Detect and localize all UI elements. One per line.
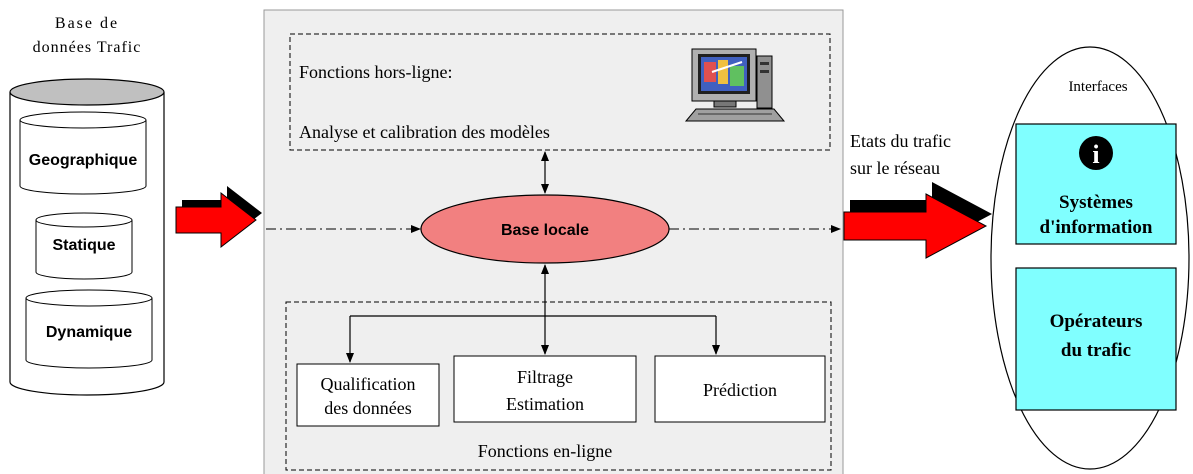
info-icon-glyph: i [1092,140,1099,169]
module-qualification-line1: Qualification [321,374,416,394]
traffic-operators-line2: du trafic [1061,340,1131,361]
offline-functions-box: Fonctions hors-ligne: Analyse et calibra… [289,33,831,151]
info-icon: i [1079,136,1113,170]
local-base: Base locale [420,194,670,264]
database-item-statique: Statique [35,212,133,280]
online-functions-title: Fonctions en-ligne [478,441,612,461]
database-item-label: Dynamique [46,324,132,341]
module-filtrage-line2: Estimation [506,394,584,414]
information-systems-box: i Systèmes d'information [1015,123,1177,245]
module-filtrage-line1: Filtrage [517,367,573,387]
computer-icon [684,48,786,122]
offline-functions-title: Fonctions hors-ligne: [299,62,453,82]
database-item-dynamique: Dynamique [25,289,153,369]
online-distribution-lines [346,315,720,363]
database-item-label: Statique [52,237,115,254]
output-arrow [843,182,992,259]
module-prediction: Prédiction [654,355,826,423]
traffic-operators-box: Opérateurs du trafic [1015,267,1177,411]
module-qualification-line2: des données [324,398,411,418]
input-arrow [175,186,262,249]
offline-functions-subtitle: Analyse et calibration des modèles [299,122,550,142]
information-systems-line1: Systèmes [1059,192,1133,213]
interfaces: Interfaces i Systèmes d'information Opér… [990,46,1190,470]
information-systems-line2: d'information [1040,217,1153,238]
module-prediction-label: Prédiction [703,380,777,400]
output-label-line1: Etats du trafic [850,131,951,151]
database-title-line2: données Trafic [33,39,142,56]
traffic-database: Base de données Trafic Geographique Stat… [9,15,165,396]
database-title-line1: Base de [55,15,119,32]
module-qualification: Qualification des données [296,363,440,427]
local-base-label: Base locale [501,222,589,239]
database-cylinder-top [9,78,165,106]
interfaces-title: Interfaces [1068,79,1127,95]
traffic-operators-line1: Opérateurs [1050,311,1143,332]
database-item-geographique: Geographique [19,111,147,195]
module-filtrage-estimation: Filtrage Estimation [453,355,637,423]
output-label-line2: sur le réseau [850,158,940,178]
online-functions-box: Qualification des données Filtrage Estim… [285,301,832,471]
database-item-label: Geographique [29,152,138,169]
